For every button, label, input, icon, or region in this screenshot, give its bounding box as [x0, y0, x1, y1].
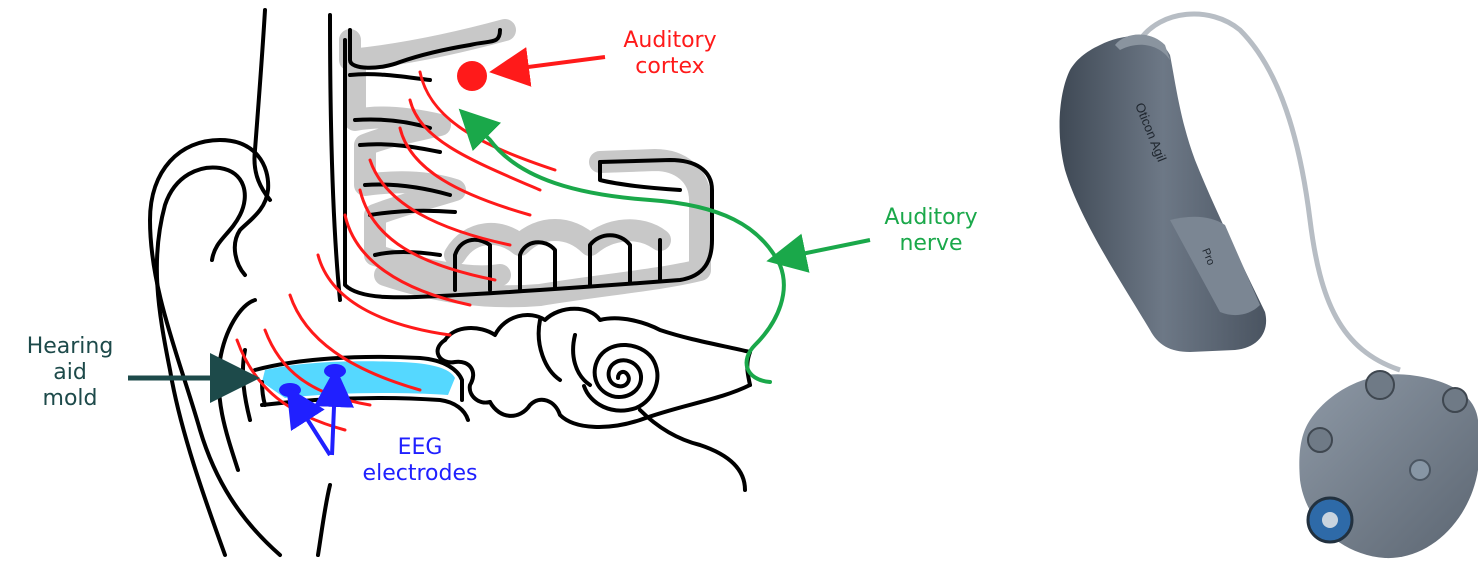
head-outline — [254, 10, 340, 300]
cochlea — [584, 345, 657, 411]
eeg-electrodes-label: EEG electrodes — [355, 435, 485, 487]
auditory-nerve-label: Auditory nerve — [866, 205, 996, 257]
auditory-cortex-dot — [457, 61, 487, 91]
eeg-arrow-1 — [295, 400, 330, 455]
auditory-nerve-arrow — [782, 240, 870, 258]
hearing-aid-mold-label: Hearing aid mold — [10, 334, 130, 412]
eeg-electrode-1 — [279, 383, 301, 397]
auditory-cortex-arrow — [505, 57, 605, 70]
eeg-electrode-2 — [324, 364, 346, 378]
auditory-cortex-label: Auditory cortex — [615, 28, 725, 80]
hearing-aid-device: Oticon Agil Pro — [1060, 14, 1478, 558]
